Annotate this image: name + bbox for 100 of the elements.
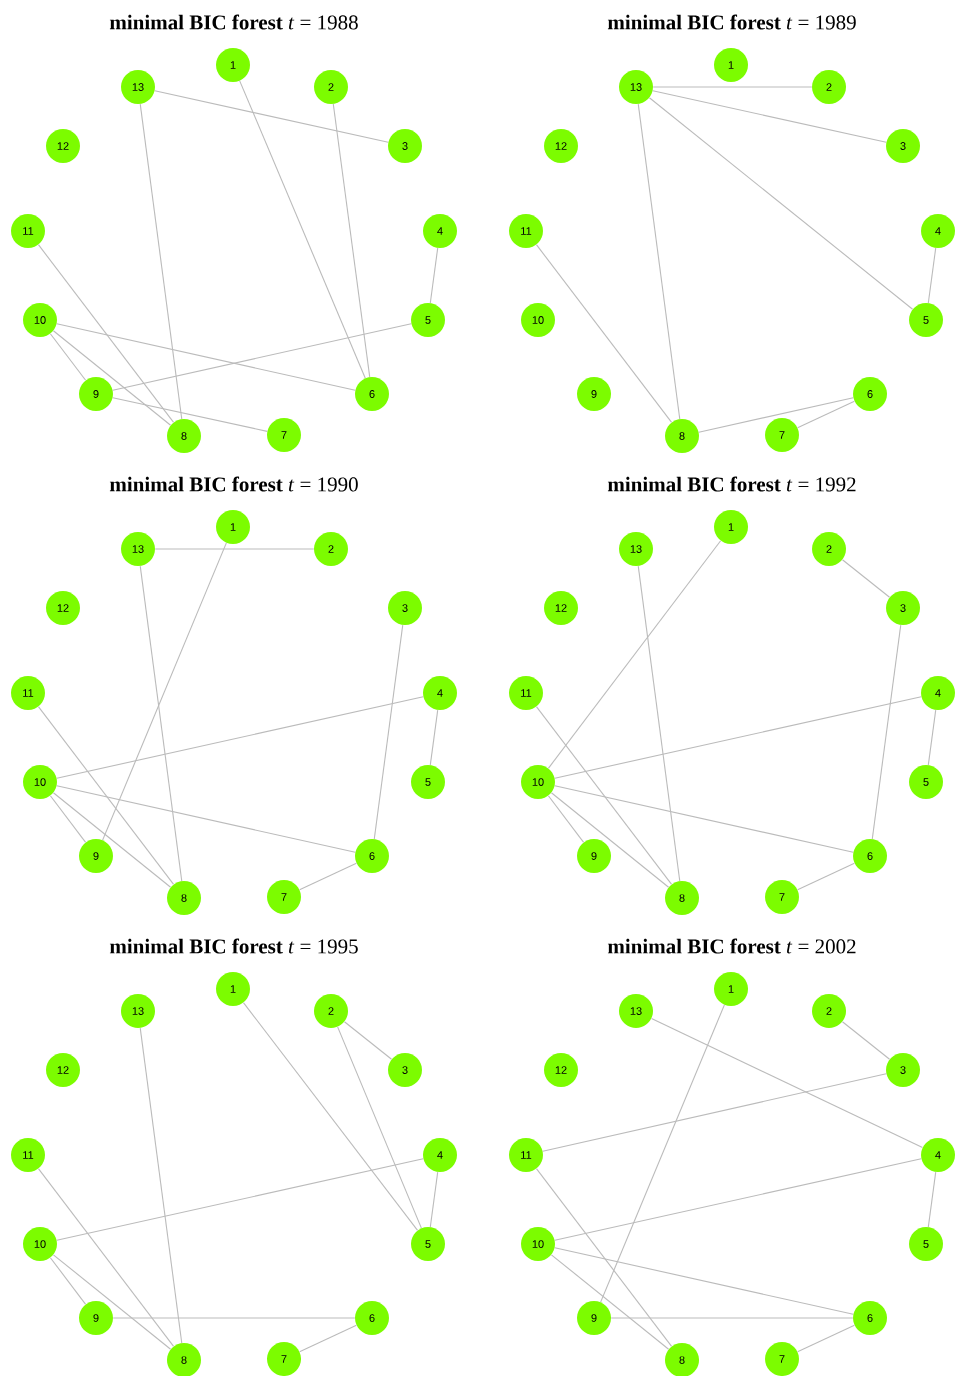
graph-vertex: 5 (411, 1227, 445, 1261)
graph-edge (927, 1171, 937, 1228)
graph-vertex: 13 (619, 532, 653, 566)
graph-edge (299, 1324, 357, 1353)
graph-edge (37, 706, 175, 885)
graph-vertex: 8 (167, 881, 201, 915)
graph-edge (797, 862, 855, 891)
graph-edge (429, 247, 439, 304)
graph-edge (52, 1254, 172, 1350)
graph-vertex: 11 (11, 1138, 45, 1172)
graph-edge (554, 1247, 854, 1315)
panel-title: minimal BIC forest t = 1990 (109, 476, 358, 492)
graph-vertex: 6 (355, 1301, 389, 1335)
graph-edge (52, 330, 172, 426)
graph-edge (139, 565, 183, 882)
graph-edge (871, 624, 902, 840)
graph-vertex: 12 (544, 1053, 578, 1087)
graph-vertex: 9 (577, 839, 611, 873)
panel-title: minimal BIC forest t = 1989 (607, 14, 856, 30)
graph-vertex: 13 (121, 994, 155, 1028)
graph-vertex: 9 (79, 377, 113, 411)
graph-edge (698, 397, 854, 433)
graph-edge (550, 792, 670, 888)
graph-edge (56, 1158, 424, 1241)
graph-vertex: 9 (79, 839, 113, 873)
panel-title: minimal BIC forest t = 2002 (607, 938, 856, 954)
graph-vertex: 13 (121, 532, 155, 566)
graph-edge (112, 397, 268, 432)
graph-vertex: 6 (853, 839, 887, 873)
graph-vertex: 5 (411, 303, 445, 337)
graph-vertex: 6 (355, 377, 389, 411)
graph-edge (651, 1017, 924, 1149)
graph-edge (49, 795, 87, 843)
graph-vertex: 4 (921, 676, 955, 710)
graph-vertex: 11 (11, 676, 45, 710)
graph-vertex: 3 (886, 591, 920, 625)
graph-edge (637, 565, 681, 882)
graph-vertex: 10 (521, 765, 555, 799)
graph-vertex: 12 (46, 591, 80, 625)
graph-edge (648, 97, 914, 310)
graph-vertex: 3 (388, 591, 422, 625)
graph-edge (600, 1004, 725, 1303)
graph-edge (154, 548, 315, 550)
graph-edge (841, 559, 891, 598)
graph-edge (242, 1002, 419, 1231)
graph-edge (112, 323, 412, 391)
graph-vertex: 10 (521, 1227, 555, 1261)
graph-vertex: 9 (577, 377, 611, 411)
graph-edge (550, 1254, 670, 1350)
graph-vertex: 4 (423, 1138, 457, 1172)
graph-edge (542, 1073, 887, 1152)
graph-vertex: 5 (909, 765, 943, 799)
graph-vertex: 3 (388, 1053, 422, 1087)
panel-title: minimal BIC forest t = 1988 (109, 14, 358, 30)
graph-edge (239, 80, 366, 379)
graph-edge (139, 1027, 183, 1344)
graph-vertex: 1 (216, 510, 250, 544)
graph-vertex: 5 (909, 1227, 943, 1261)
graph-vertex: 1 (714, 510, 748, 544)
graph-edge (535, 1168, 673, 1347)
graph-edge (610, 1317, 854, 1319)
graph-edge (535, 244, 673, 423)
graph-vertex: 8 (167, 1343, 201, 1376)
graph-vertex: 13 (619, 70, 653, 104)
graph-edge (547, 795, 585, 843)
graph-vertex: 8 (665, 419, 699, 453)
graph-vertex: 13 (121, 70, 155, 104)
graph-vertex: 1 (216, 48, 250, 82)
graph-edge (52, 792, 172, 888)
graph-vertex: 7 (765, 1342, 799, 1376)
graph-vertex: 12 (46, 129, 80, 163)
graph-edge (139, 103, 183, 420)
graph-vertex: 7 (267, 418, 301, 452)
graph-vertex: 5 (909, 303, 943, 337)
graph-edge (797, 400, 855, 429)
graph-vertex: 2 (314, 532, 348, 566)
graph-vertex: 12 (544, 129, 578, 163)
graph-edge (102, 542, 227, 841)
graph-vertex: 7 (765, 880, 799, 914)
graph-edge (373, 624, 404, 840)
graph-vertex: 11 (509, 214, 543, 248)
graph-vertex: 1 (714, 48, 748, 82)
panel-title: minimal BIC forest t = 1995 (109, 938, 358, 954)
graph-edge (332, 103, 371, 378)
graph-vertex: 10 (23, 303, 57, 337)
graph-edge (637, 103, 681, 420)
graph-edge (652, 86, 813, 88)
graph-vertex: 4 (921, 1138, 955, 1172)
graph-edge (547, 540, 722, 769)
graph-vertex: 6 (355, 839, 389, 873)
graph-vertex: 11 (509, 676, 543, 710)
graph-edge (37, 1168, 175, 1347)
graph-edge (554, 696, 922, 779)
graph-vertex: 10 (23, 765, 57, 799)
graph-vertex: 3 (886, 129, 920, 163)
graph-vertex: 6 (853, 377, 887, 411)
graph-vertex: 7 (267, 1342, 301, 1376)
graph-edge (927, 247, 937, 304)
graph-edge (112, 1317, 356, 1319)
panel-title: minimal BIC forest t = 1992 (607, 476, 856, 492)
